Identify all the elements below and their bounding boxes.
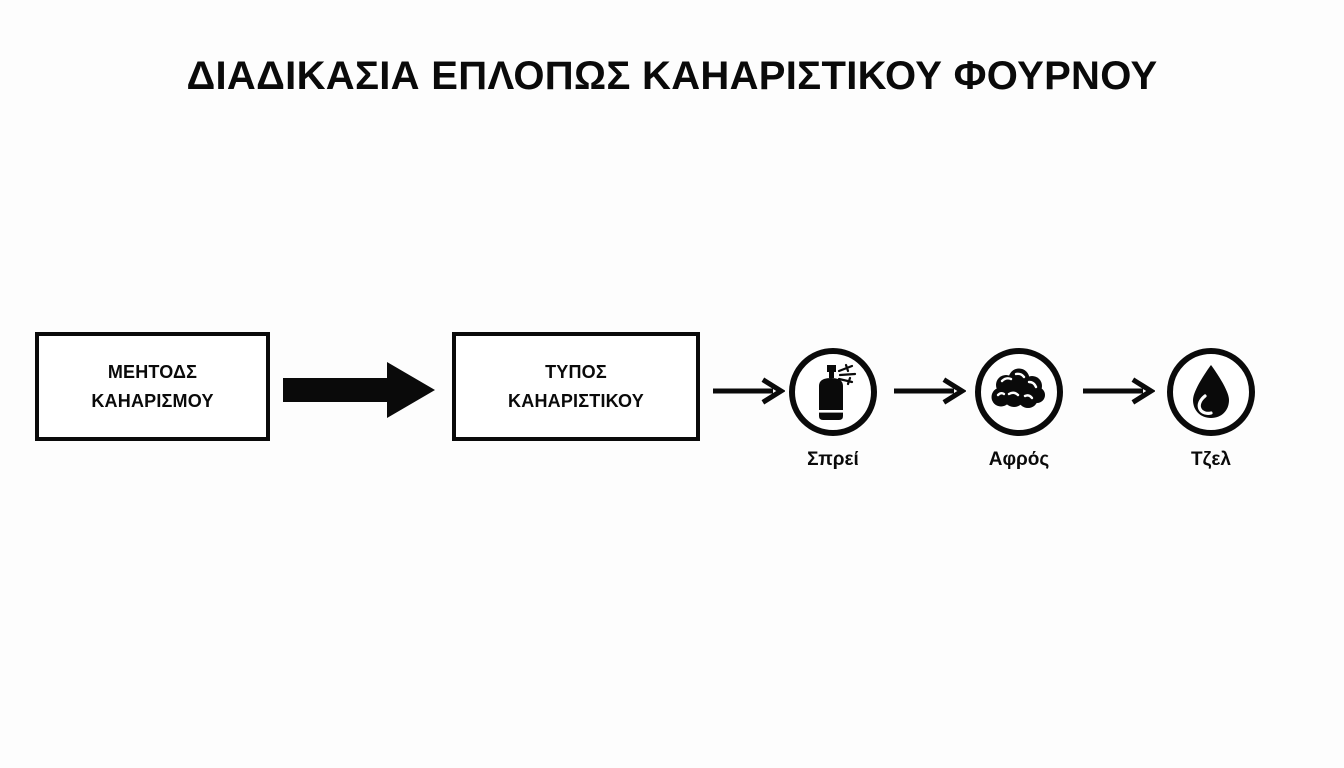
block-arrow-method-to-type-icon <box>283 362 435 418</box>
process-box-method-label: ΜΕΗΤΟΔΣ ΚΑΗΑΡΙΣΜΟΥ <box>91 361 214 411</box>
process-box-type[interactable]: ΤΥΠΟΣ ΚΑΗΑΡΙΣΤΙΚΟΥ <box>452 332 700 441</box>
spray-can-icon[interactable] <box>789 348 877 436</box>
droplet-icon[interactable] <box>1167 348 1255 436</box>
arrow-spray-to-foam-icon <box>894 376 967 406</box>
arrow-type-to-spray-icon <box>713 376 786 406</box>
process-box-method[interactable]: ΜΕΗΤΟΔΣ ΚΑΗΑΡΙΣΜΟΥ <box>35 332 270 441</box>
option-label-foam: Αφρός <box>988 449 1050 470</box>
option-label-gel: Τζελ <box>1191 449 1231 470</box>
process-box-type-label: ΤΥΠΟΣ ΚΑΗΑΡΙΣΤΙΚΟΥ <box>508 361 644 411</box>
option-node-gel[interactable]: Τζελ <box>1156 348 1266 471</box>
option-label-spray: Σπρεί <box>807 449 859 470</box>
foam-bubbles-icon[interactable] <box>975 348 1063 436</box>
page-title: ΔΙΑΔΙΚΑΣΙΑ ΕΠΛΟΠΩΣ ΚΑΗΑΡΙΣΤΙΚΟΥ ΦΟΥΡΝΟΥ <box>186 54 1158 98</box>
option-node-foam[interactable]: Αφρός <box>964 348 1074 471</box>
option-node-spray[interactable]: Σπρεί <box>778 348 888 471</box>
arrow-foam-to-gel-icon <box>1083 376 1156 406</box>
